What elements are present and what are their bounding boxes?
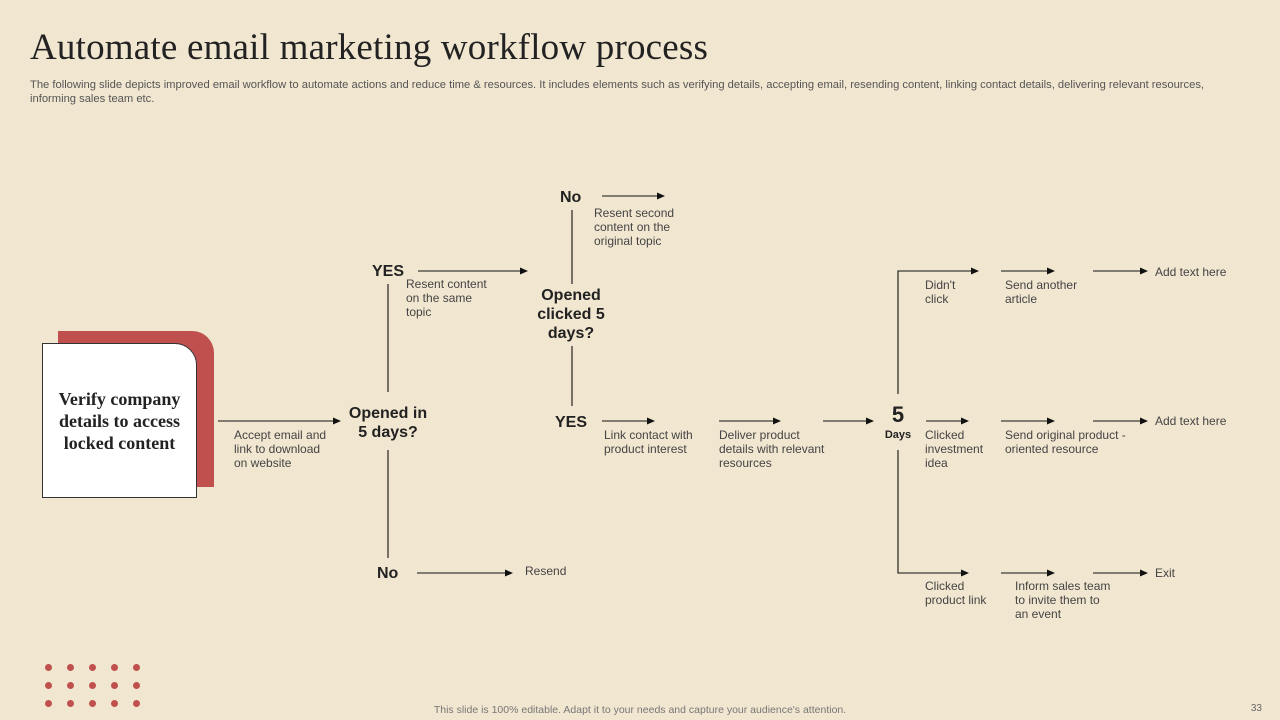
step-deliver-product: Deliver product details with relevant re… <box>719 428 825 470</box>
five-number: 5 <box>891 402 905 427</box>
dot <box>133 682 140 689</box>
opened-clicked-decision: Opened clicked 5 days? <box>537 287 605 342</box>
dot <box>89 664 96 671</box>
arrow-branch-product-link <box>897 450 969 577</box>
step-add-text-2: Add text here <box>1155 414 1227 428</box>
dot <box>111 700 118 707</box>
decorative-dot-grid <box>45 664 140 707</box>
dot <box>67 700 74 707</box>
step-add-text-1: Add text here <box>1155 265 1227 279</box>
step-exit: Exit <box>1155 566 1176 580</box>
dot <box>67 682 74 689</box>
dot <box>45 664 52 671</box>
days-label: Days <box>884 429 912 441</box>
step-send-another-article: Send another article <box>1005 278 1078 306</box>
no-top-label: No <box>560 189 582 206</box>
step-send-original-product: Send original product - oriented resourc… <box>1005 428 1126 456</box>
dot <box>45 700 52 707</box>
step-inform-sales-team: Inform sales team to invite them to an e… <box>1015 579 1111 621</box>
dot <box>89 682 96 689</box>
step-accept-email: Accept email and link to download on web… <box>234 428 327 470</box>
yes-mid-label: YES <box>555 414 588 431</box>
dot <box>133 700 140 707</box>
step-link-contact: Link contact with product interest <box>604 428 693 456</box>
start-box: Verify company details to access locked … <box>42 343 197 498</box>
page-number: 33 <box>1250 703 1262 714</box>
no-bottom-label: No <box>377 565 399 582</box>
page-subtitle: The following slide depicts improved ema… <box>30 79 1205 105</box>
branch-clicked-product-link: Clicked product link <box>925 579 987 607</box>
dot <box>67 664 74 671</box>
step-resent-second: Resent second content on the original to… <box>594 206 675 248</box>
page-title: Automate email marketing workflow proces… <box>30 27 709 68</box>
step-resend: Resend <box>525 564 567 578</box>
step-resent-same-topic: Resent content on the same topic <box>406 277 487 319</box>
arrow-branch-didnt-click <box>897 267 979 394</box>
dot <box>89 700 96 707</box>
dot <box>133 664 140 671</box>
branch-didnt-click: Didn't click <box>925 278 956 306</box>
branch-clicked-investment: Clicked investment idea <box>925 428 984 470</box>
footer-note: This slide is 100% editable. Adapt it to… <box>433 704 847 716</box>
dot <box>45 682 52 689</box>
dot <box>111 664 118 671</box>
opened-5-days-decision: Opened in 5 days? <box>348 405 428 441</box>
dot <box>111 682 118 689</box>
yes-top-label: YES <box>372 263 405 280</box>
